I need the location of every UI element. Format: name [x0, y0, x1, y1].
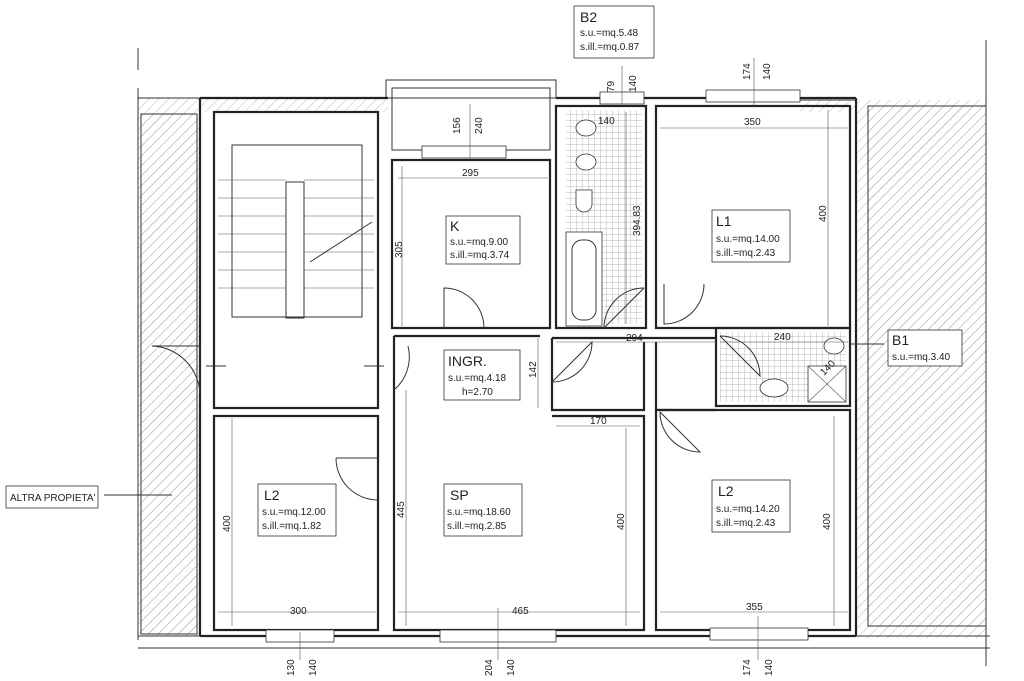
room-b1-name: B1	[892, 332, 909, 348]
dim-l2l-width: 300	[290, 606, 307, 617]
dim-bot-w1b: 140	[308, 659, 319, 676]
room-label-boxes	[5, 5, 963, 537]
dim-b2-w1: 79	[606, 80, 617, 92]
dim-bot-w2b: 140	[506, 659, 517, 676]
dim-l2l-height: 400	[222, 515, 233, 532]
room-k-su: s.u.=mq.9.00	[450, 237, 509, 248]
room-l2-left-su: s.u.=mq.12.00	[262, 507, 326, 518]
room-b1-label: B1 s.u.=mq.3.40	[892, 332, 951, 363]
room-l2-left-name: L2	[264, 487, 280, 503]
dim-l1-w2: 140	[762, 63, 773, 80]
dim-corr-width: 294	[626, 333, 643, 344]
dimension-texts: 79 140 174 140 156 240 350 400 295 305 1…	[222, 63, 838, 676]
dim-k-w1: 156	[452, 117, 463, 134]
dim-b2-w2: 140	[628, 75, 639, 92]
dim-k-width: 295	[462, 168, 479, 179]
dim-sp-left: 445	[396, 501, 407, 518]
stair-treads	[206, 179, 384, 367]
altra-propieta-label: ALTRA PROPIETA'	[10, 493, 96, 504]
dim-bath-height: 394.83	[632, 205, 643, 236]
dim-k-height: 305	[394, 241, 405, 258]
balcony	[385, 79, 557, 151]
room-sp-su: s.u.=mq.18.60	[447, 507, 511, 518]
room-l2-right-sill: s.ill.=mq.2.43	[716, 518, 776, 529]
room-b2-name: B2	[580, 9, 597, 25]
dim-bot-w3b: 140	[764, 659, 775, 676]
room-ingr-su: s.u.=mq.4.18	[448, 373, 507, 384]
room-b2-label: B2 s.u.=mq.5.48 s.ill.=mq.0.87	[580, 9, 640, 53]
hatch-strip-top	[200, 98, 388, 112]
room-l2-right-label: L2 s.u.=mq.14.20 s.ill.=mq.2.43	[716, 483, 780, 529]
dim-sp-width: 465	[512, 606, 529, 617]
room-k-name: K	[450, 218, 460, 234]
dim-l1-w1: 174	[742, 63, 753, 80]
bathroom-fixtures	[565, 119, 847, 403]
dim-sp-height: 400	[616, 513, 627, 530]
dim-b1-width: 240	[774, 332, 791, 343]
room-l2-right-name: L2	[718, 483, 734, 499]
room-ingr-name: INGR.	[448, 353, 487, 369]
room-l2-left-sill: s.ill.=mq.1.82	[262, 521, 322, 532]
room-l1-sill: s.ill.=mq.2.43	[716, 248, 776, 259]
room-ingr-h: h=2.70	[462, 387, 493, 398]
dim-sp-top: 170	[590, 416, 607, 427]
dim-k-w2: 240	[474, 117, 485, 134]
dim-l1-height: 400	[818, 205, 829, 222]
room-sp-name: SP	[450, 487, 469, 503]
room-sp-label: SP s.u.=mq.18.60 s.ill.=mq.2.85	[447, 487, 511, 532]
room-l1-label: L1 s.u.=mq.14.00 s.ill.=mq.2.43	[716, 213, 780, 259]
room-k-label: K s.u.=mq.9.00 s.ill.=mq.3.74	[450, 218, 510, 261]
dim-bot-w1a: 130	[286, 659, 297, 676]
dim-ingr-h: 142	[528, 361, 539, 378]
room-l1-name: L1	[716, 213, 732, 229]
dim-l2r-height: 400	[822, 513, 833, 530]
room-sp-sill: s.ill.=mq.2.85	[447, 521, 507, 532]
room-l2-right-su: s.u.=mq.14.20	[716, 504, 780, 515]
hatched-neighbour-areas	[138, 98, 987, 638]
dimension-lines	[104, 58, 884, 660]
neighbour-left-inner	[140, 113, 198, 635]
dim-l2r-width: 355	[746, 602, 763, 613]
dim-bot-w3a: 174	[742, 659, 753, 676]
dim-l1-width: 350	[744, 117, 761, 128]
dim-bot-w2a: 204	[484, 659, 495, 676]
room-l1-su: s.u.=mq.14.00	[716, 234, 780, 245]
room-b2-su: s.u.=mq.5.48	[580, 28, 639, 39]
dim-bath-width: 140	[598, 116, 615, 127]
room-k-sill: s.ill.=mq.3.74	[450, 250, 510, 261]
doors	[151, 283, 761, 501]
room-b2-sill: s.ill.=mq.0.87	[580, 42, 640, 53]
room-b1-su: s.u.=mq.3.40	[892, 352, 951, 363]
room-l2-left-label: L2 s.u.=mq.12.00 s.ill.=mq.1.82	[262, 487, 326, 532]
room-ingr-label: INGR. s.u.=mq.4.18 h=2.70	[448, 353, 507, 398]
